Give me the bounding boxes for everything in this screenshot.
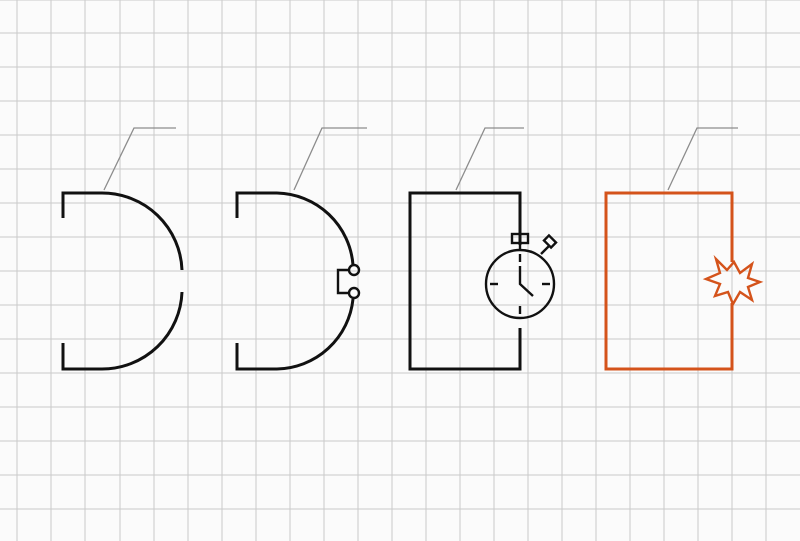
switch-bracket [336, 268, 348, 295]
terminal-bottom [347, 286, 361, 300]
open-contact-symbol [61, 127, 184, 371]
upper-arc [276, 191, 355, 266]
frame-top [61, 191, 102, 218]
spark-icon [702, 254, 764, 307]
frame-bottom [61, 343, 102, 371]
terminal-top [347, 263, 361, 277]
stopwatch-side-button [542, 233, 558, 250]
leader-line [103, 127, 176, 191]
rect-loop [408, 191, 522, 371]
stopwatch-symbol [408, 127, 558, 371]
contact-switch-symbol [235, 127, 367, 371]
spark-burst-symbol [604, 127, 764, 371]
upper-arc [101, 191, 184, 271]
frame-bottom [235, 343, 277, 371]
leader-line [293, 127, 367, 191]
frame-top [235, 191, 277, 218]
leader-line [667, 127, 738, 191]
lower-arc [101, 291, 184, 371]
lower-arc [276, 298, 355, 371]
leader-line [455, 127, 524, 191]
stopwatch-side-arm [540, 245, 550, 255]
stopwatch-hands [518, 266, 534, 297]
stopwatch-face [484, 248, 556, 320]
rect-loop [604, 191, 734, 371]
